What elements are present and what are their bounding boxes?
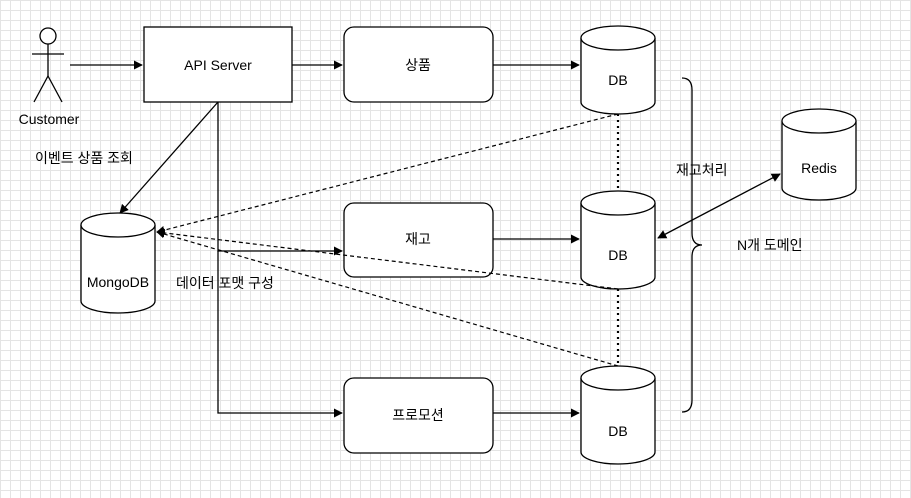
api-to-inventory-arrow	[217, 102, 343, 256]
mongodb-label: MongoDB	[87, 274, 149, 290]
api-server-box	[143, 26, 293, 103]
mongodb-cylinder	[80, 212, 156, 314]
product-db-cylinder	[580, 25, 656, 115]
api-to-promotion-arrow	[217, 251, 343, 418]
redis-label: Redis	[801, 160, 837, 176]
db-redis-bidirectional-arrow	[657, 173, 781, 239]
redis-cylinder	[781, 108, 857, 201]
event-product-query-label: 이벤트 상품 조회	[35, 150, 133, 166]
product-service-label: 상품	[405, 57, 431, 73]
inventory-db-to-mongodb-dashed-arrow	[156, 228, 619, 290]
inventory-processing-label: 재고처리	[676, 162, 728, 178]
inventory-service-box	[343, 202, 494, 278]
inventory-db-label: DB	[608, 247, 627, 263]
promotion-service-box	[343, 377, 494, 454]
promotion-db-to-mongodb-dashed-arrow	[156, 230, 619, 367]
product-db-to-mongodb-dashed-arrow	[156, 113, 619, 235]
n-domains-label: N개 도메인	[737, 237, 803, 253]
promotion-db-cylinder	[580, 365, 656, 465]
promotion-db-label: DB	[608, 423, 627, 439]
customer-label: Customer	[19, 111, 80, 127]
product-db-label: DB	[608, 72, 627, 88]
data-format-label: 데이터 포맷 구성	[176, 275, 274, 291]
promotion-service-label: 프로모션	[392, 407, 444, 423]
api-server-label: API Server	[184, 57, 252, 73]
inventory-db-cylinder	[580, 190, 656, 290]
domain-group-brace	[681, 77, 703, 413]
api-to-mongodb-arrow	[119, 101, 219, 214]
customer-actor-icon	[32, 27, 64, 103]
inventory-service-label: 재고	[405, 231, 431, 247]
